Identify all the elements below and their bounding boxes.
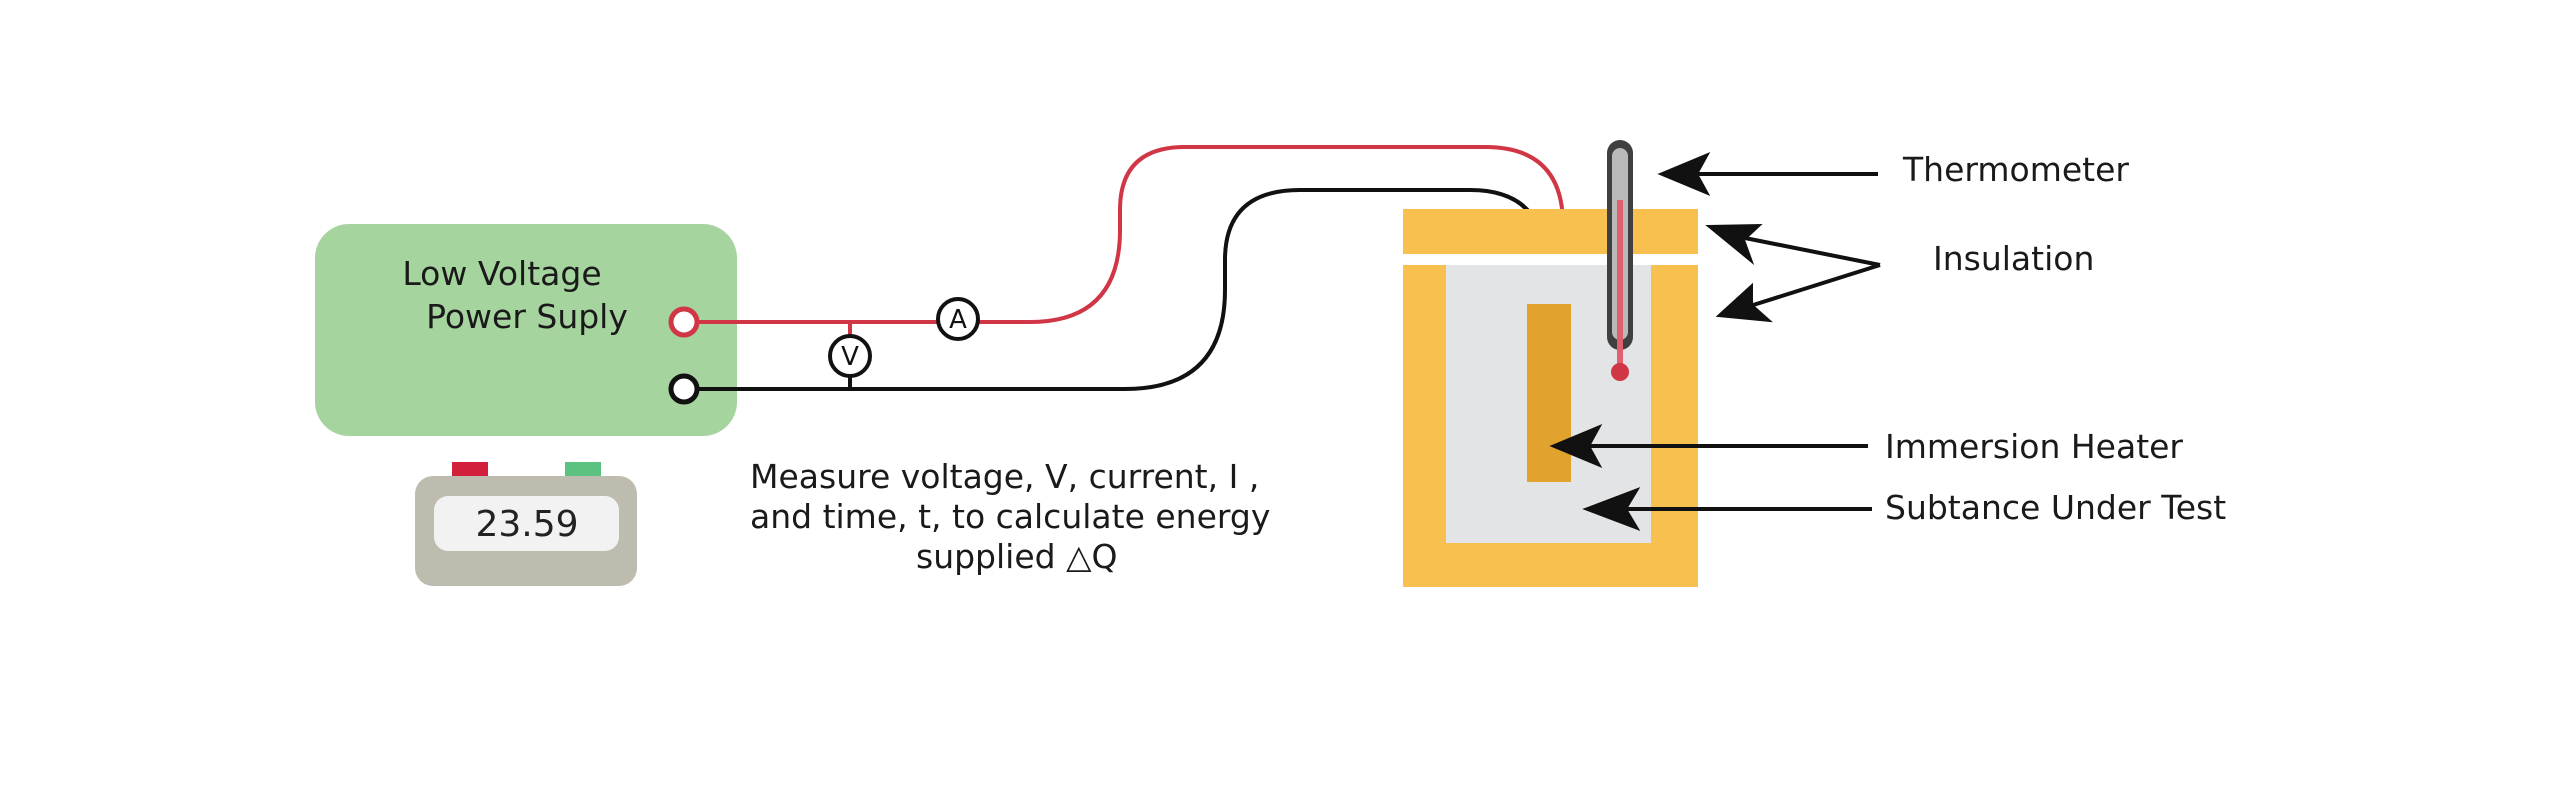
thermometer-mercury [1617, 200, 1623, 365]
label-arrows [1549, 151, 1881, 531]
insulation-lid [1403, 209, 1698, 254]
insulation-arrowhead-upper [1705, 223, 1763, 266]
ammeter-symbol: A [949, 305, 967, 335]
stopwatch: 23.59 [415, 462, 637, 586]
substance-label: Subtance Under Test [1885, 488, 2226, 527]
immersion-heater-label: Immersion Heater [1885, 427, 2183, 466]
power-supply-box [315, 224, 737, 436]
stopwatch-reading: 23.59 [475, 504, 578, 545]
note-line1: Measure voltage, V, current, I , [750, 457, 1259, 496]
substance-arrowhead [1582, 487, 1641, 531]
immersion-heater [1527, 304, 1571, 482]
power-supply-label-line2: Power Suply [426, 297, 628, 336]
thermometer-bulb [1611, 363, 1629, 381]
heater-arrowhead [1549, 423, 1603, 469]
stopwatch-display [434, 496, 619, 551]
power-supply: Low Voltage Power Suply [315, 224, 737, 436]
insulation-arrow-line-lower [1749, 263, 1881, 308]
voltmeter-symbol: V [841, 342, 859, 372]
thermometer-label: Thermometer [1902, 150, 2129, 189]
ammeter-circle [936, 297, 980, 341]
thermometer [1607, 140, 1633, 381]
insulation-arrow-line-upper [1739, 235, 1881, 267]
ammeter: A [936, 297, 980, 341]
measurement-note: Measure voltage, V, current, I , and tim… [750, 457, 1270, 576]
voltmeter: V [828, 334, 872, 378]
stopwatch-green-button [565, 462, 601, 480]
insulation-gap [1403, 254, 1698, 265]
black-wire [697, 188, 1547, 391]
power-supply-label-line1: Low Voltage [402, 254, 601, 293]
red-wire [697, 145, 1565, 324]
voltmeter-circle [828, 334, 872, 378]
thermometer-arrowhead [1657, 151, 1711, 197]
note-line3: supplied △Q [916, 537, 1117, 576]
stopwatch-red-button [452, 462, 488, 480]
negative-terminal [668, 373, 700, 405]
insulation-label: Insulation [1933, 239, 2094, 278]
insulation-arrowhead-lower [1715, 282, 1773, 323]
positive-terminal [668, 306, 700, 338]
note-line2: and time, t, to calculate energy [750, 497, 1270, 536]
